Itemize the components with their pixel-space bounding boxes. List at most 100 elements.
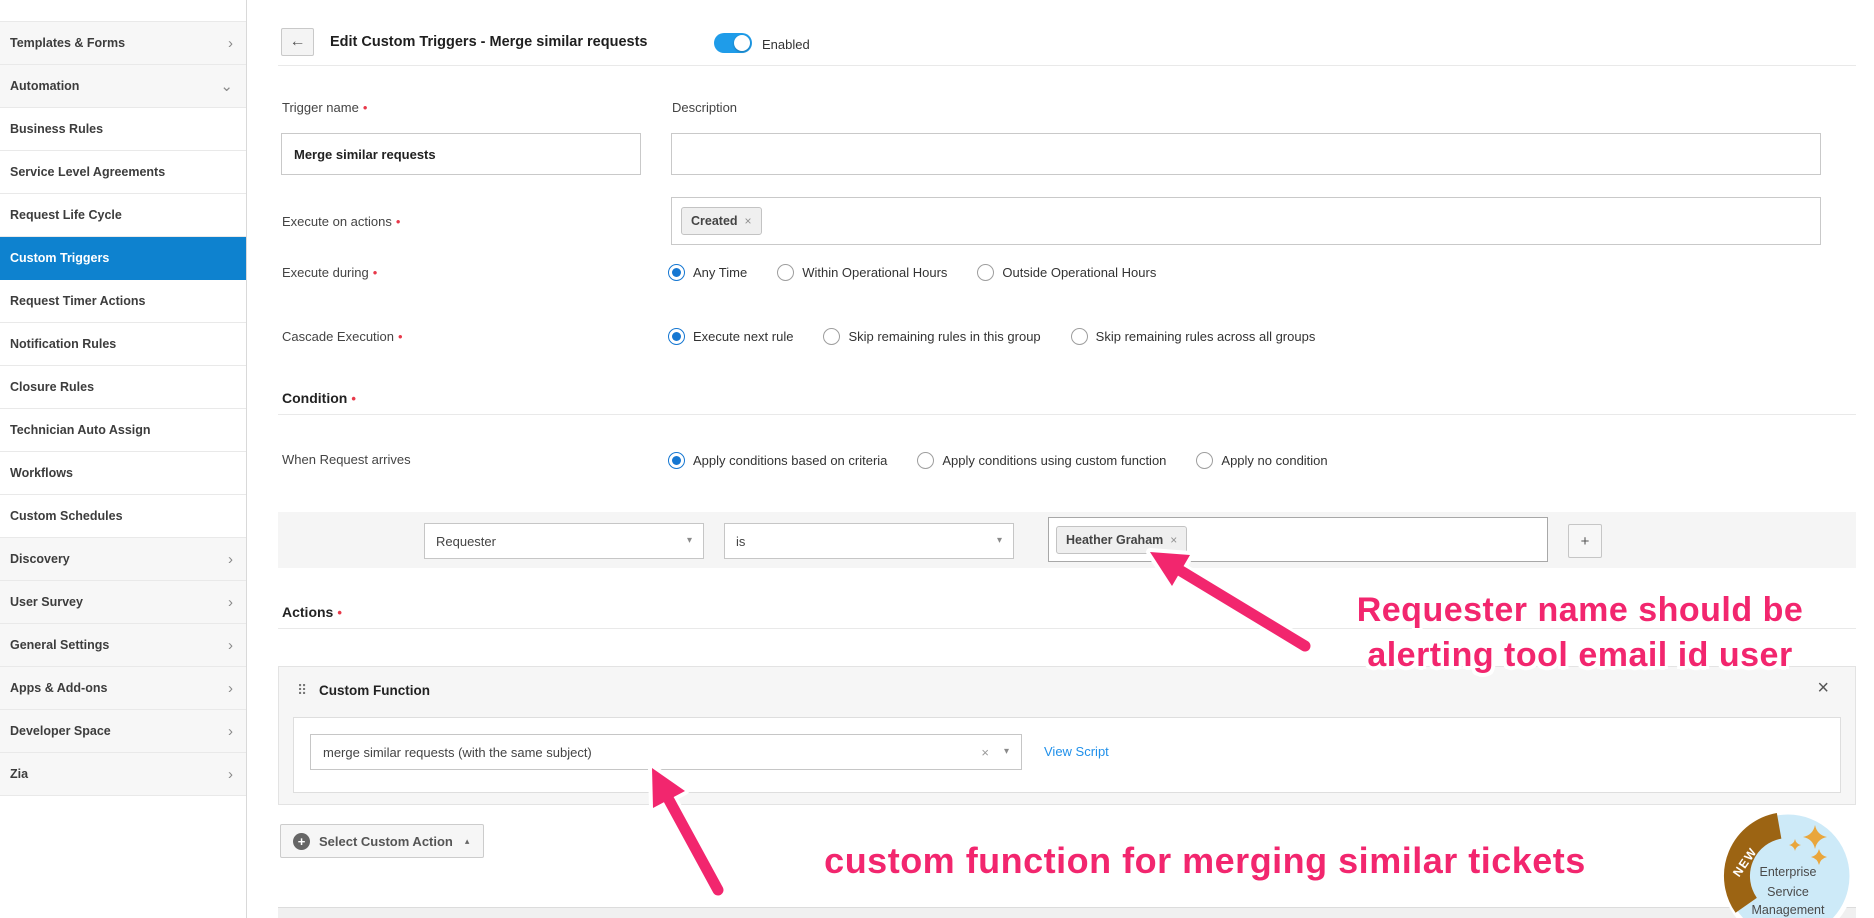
- execute-during-label: Execute during•: [282, 265, 378, 280]
- chevron-right-icon: ›: [228, 636, 233, 654]
- sidebar-item-developer-space[interactable]: Developer Space ›: [0, 710, 246, 753]
- sidebar-item-templates-forms[interactable]: Templates & Forms ›: [0, 22, 246, 65]
- chip-close-icon[interactable]: ×: [744, 214, 752, 228]
- radio-icon: [977, 263, 995, 281]
- annotation-requester-note: Requester name should be alerting tool e…: [1356, 591, 1804, 674]
- sidebar-item-workflows[interactable]: Workflows: [0, 452, 246, 495]
- radio-execute-next-rule[interactable]: Execute next rule: [668, 327, 793, 345]
- created-chip: Created ×: [681, 207, 762, 235]
- sparkle-icon: [1789, 839, 1801, 851]
- settings-sidebar: Templates & Forms › Automation ⌄ Busines…: [0, 0, 247, 918]
- trigger-name-input[interactable]: [281, 133, 641, 175]
- sparkle-icon: [1803, 825, 1827, 849]
- custom-function-select[interactable]: merge similar requests (with the same su…: [310, 734, 1022, 770]
- radio-apply-conditions-criteria[interactable]: Apply conditions based on criteria: [668, 451, 887, 469]
- chevron-right-icon: ›: [228, 593, 233, 611]
- radio-skip-rules-all-groups[interactable]: Skip remaining rules across all groups: [1070, 327, 1315, 345]
- sidebar-item-technician-auto-assign[interactable]: Technician Auto Assign: [0, 409, 246, 452]
- condition-heading: Condition•: [282, 390, 356, 406]
- criteria-operator-select[interactable]: is ▾: [724, 523, 1014, 559]
- sidebar-item-request-life-cycle[interactable]: Request Life Cycle: [0, 194, 246, 237]
- badge-text-line2: Service: [1767, 885, 1809, 899]
- toggle-label: Enabled: [762, 37, 810, 52]
- required-marker: •: [372, 265, 378, 280]
- required-marker: •: [362, 100, 368, 115]
- trigger-name-label: Trigger name•: [282, 100, 368, 115]
- requester-value-chip: Heather Graham ×: [1056, 525, 1188, 554]
- criteria-value-field[interactable]: Heather Graham ×: [1048, 517, 1548, 562]
- enterprise-service-management-badge: NEW Enterprise Service Management: [1721, 809, 1855, 918]
- radio-any-time[interactable]: Any Time: [668, 263, 747, 281]
- chevron-right-icon: ›: [228, 34, 233, 52]
- required-marker: •: [398, 329, 403, 344]
- badge-text-line1: Enterprise: [1760, 865, 1817, 879]
- toggle-knob: [734, 35, 750, 51]
- radio-apply-conditions-custom-function[interactable]: Apply conditions using custom function: [917, 451, 1166, 469]
- cascade-execution-radio-group: Execute next rule Skip remaining rules i…: [668, 326, 1315, 346]
- when-request-arrives-label: When Request arrives: [282, 452, 411, 467]
- condition-divider: [278, 414, 1856, 415]
- radio-skip-rules-in-group[interactable]: Skip remaining rules in this group: [823, 327, 1041, 345]
- execute-during-radio-group: Any Time Within Operational Hours Outsid…: [668, 262, 1156, 282]
- enabled-toggle[interactable]: [714, 33, 752, 53]
- sidebar-item-discovery[interactable]: Discovery ›: [0, 538, 246, 581]
- radio-within-operational-hours[interactable]: Within Operational Hours: [777, 263, 947, 281]
- sidebar-item-notification-rules[interactable]: Notification Rules: [0, 323, 246, 366]
- badge-new-label: NEW: [1730, 845, 1760, 880]
- sidebar-item-request-timer-actions[interactable]: Request Timer Actions: [0, 280, 246, 323]
- sparkle-icon: [1811, 849, 1827, 865]
- next-section-edge: [278, 907, 1856, 918]
- required-marker: •: [351, 391, 356, 406]
- caret-down-icon: ▾: [1003, 746, 1009, 757]
- caret-up-icon: ▴: [464, 835, 470, 846]
- required-marker: •: [337, 605, 342, 620]
- chevron-right-icon: ›: [228, 722, 233, 740]
- sidebar-item-user-survey[interactable]: User Survey ›: [0, 581, 246, 624]
- radio-icon: [823, 327, 841, 345]
- sidebar-partial-item: [0, 0, 246, 22]
- add-circle-icon: +: [293, 832, 310, 850]
- radio-icon: [1196, 451, 1214, 469]
- caret-down-icon: ▾: [996, 535, 1002, 546]
- description-input[interactable]: [671, 133, 1821, 175]
- clear-icon[interactable]: ×: [981, 744, 989, 760]
- back-arrow-icon: ←: [289, 33, 306, 50]
- criteria-field-select[interactable]: Requester ▾: [424, 523, 704, 559]
- radio-outside-operational-hours[interactable]: Outside Operational Hours: [977, 263, 1156, 281]
- execute-on-actions-label: Execute on actions•: [282, 214, 401, 229]
- chevron-right-icon: ›: [228, 765, 233, 783]
- execute-on-actions-field[interactable]: Created ×: [671, 197, 1821, 245]
- sidebar-item-zia[interactable]: Zia ›: [0, 753, 246, 796]
- caret-down-icon: ▾: [686, 535, 692, 546]
- sidebar-item-custom-schedules[interactable]: Custom Schedules: [0, 495, 246, 538]
- chevron-right-icon: ›: [228, 679, 233, 697]
- select-custom-action-button[interactable]: + Select Custom Action ▴: [280, 824, 484, 858]
- radio-apply-no-condition[interactable]: Apply no condition: [1196, 451, 1328, 469]
- badge-circle: [1721, 809, 1855, 918]
- custom-function-panel: merge similar requests (with the same su…: [293, 717, 1841, 793]
- sidebar-item-business-rules[interactable]: Business Rules: [0, 108, 246, 151]
- back-button[interactable]: ←: [281, 28, 314, 56]
- sidebar-item-general-settings[interactable]: General Settings ›: [0, 624, 246, 667]
- plus-icon: +: [1580, 532, 1590, 550]
- header-divider: [278, 65, 1856, 66]
- sidebar-item-closure-rules[interactable]: Closure Rules: [0, 366, 246, 409]
- actions-heading: Actions•: [282, 604, 342, 620]
- chevron-down-icon: ⌄: [220, 77, 233, 95]
- sidebar-item-automation[interactable]: Automation ⌄: [0, 65, 246, 108]
- close-icon[interactable]: ×: [1817, 677, 1829, 699]
- annotation-custom-function-note: custom function for merging similar tick…: [824, 840, 1586, 881]
- radio-icon: [668, 327, 685, 345]
- radio-icon: [917, 451, 935, 469]
- chip-close-icon[interactable]: ×: [1170, 532, 1178, 547]
- sidebar-item-custom-triggers[interactable]: Custom Triggers: [0, 237, 246, 280]
- custom-function-card-title: Custom Function: [319, 683, 430, 698]
- condition-mode-radio-group: Apply conditions based on criteria Apply…: [668, 450, 1328, 470]
- add-criteria-button[interactable]: +: [1568, 524, 1602, 558]
- radio-icon: [1070, 327, 1088, 345]
- sidebar-item-apps-add-ons[interactable]: Apps & Add-ons ›: [0, 667, 246, 710]
- sidebar-item-service-level-agreements[interactable]: Service Level Agreements: [0, 151, 246, 194]
- drag-handle-icon[interactable]: ⠿: [297, 682, 307, 698]
- view-script-link[interactable]: View Script: [1044, 744, 1109, 759]
